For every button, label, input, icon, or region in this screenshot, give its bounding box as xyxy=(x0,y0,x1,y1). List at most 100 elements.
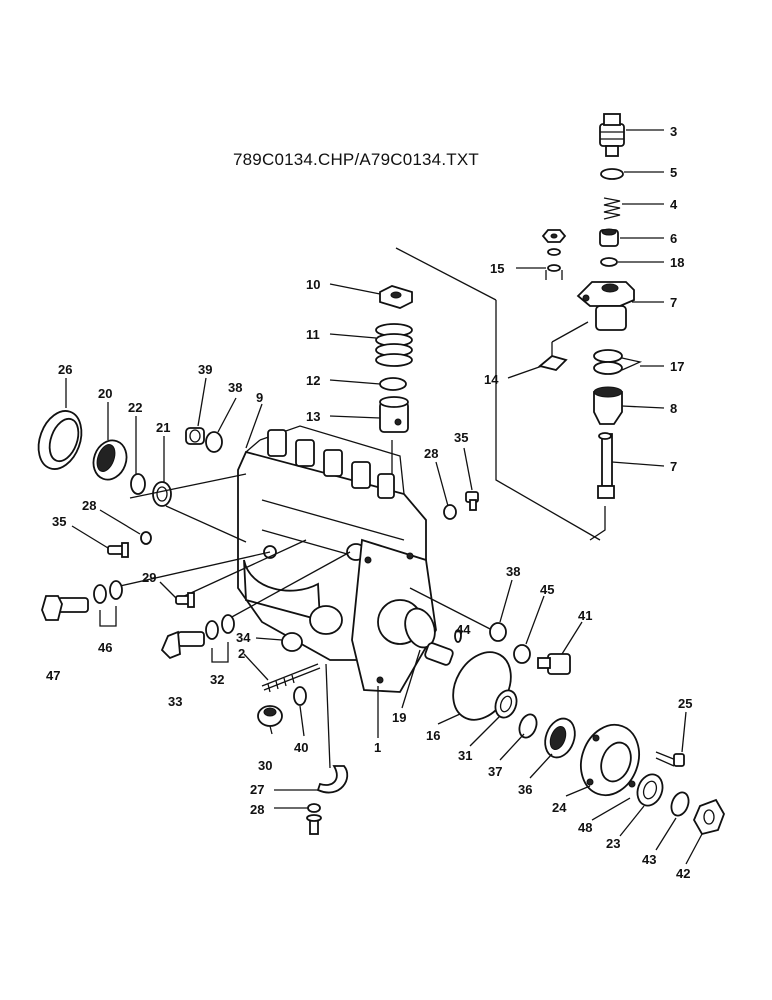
pipe-part-27 xyxy=(316,663,349,794)
callout-6: 6 xyxy=(670,231,677,246)
bearing-cup-part-26 xyxy=(37,410,83,470)
callout-46: 46 xyxy=(98,640,112,655)
callout-28b: 28 xyxy=(424,446,438,461)
callout-47: 47 xyxy=(46,668,60,683)
callout-38a: 38 xyxy=(228,380,242,395)
callout-27: 27 xyxy=(250,782,264,797)
callout-11: 11 xyxy=(306,327,320,342)
shim-part-22 xyxy=(130,473,146,495)
cap-part-30 xyxy=(257,705,283,727)
hub-flange-part-24 xyxy=(580,723,640,797)
callout-9: 9 xyxy=(256,390,263,405)
tappet-part-13 xyxy=(379,396,409,433)
nut-and-washers-part-15 xyxy=(541,229,567,280)
callout-4: 4 xyxy=(670,197,678,212)
screw-part-35-right xyxy=(465,491,479,511)
springs-part-17 xyxy=(593,349,623,375)
callout-30: 30 xyxy=(258,758,272,773)
washer-part-40 xyxy=(293,686,307,706)
lower-spring-seat-part-12 xyxy=(379,377,407,391)
callout-12: 12 xyxy=(306,373,320,388)
bushing-part-38-upper xyxy=(205,431,223,453)
callout-15: 15 xyxy=(490,261,504,276)
callout-26: 26 xyxy=(58,362,72,377)
plug-part-33 xyxy=(160,630,205,660)
washer-part-28-right xyxy=(443,504,457,520)
guide-line-upper xyxy=(395,247,497,301)
callout-2: 2 xyxy=(238,646,245,661)
callout-34: 34 xyxy=(236,630,251,645)
callout-5: 5 xyxy=(670,165,677,180)
callout-21: 21 xyxy=(156,420,170,435)
control-sleeve-part-8 xyxy=(593,386,623,425)
callout-22: 22 xyxy=(128,400,142,415)
callout-32: 32 xyxy=(210,672,224,687)
oil-seal-part-21 xyxy=(152,481,172,507)
plunger-spring-part-11 xyxy=(375,323,413,367)
roller-bearing-part-20 xyxy=(92,439,128,481)
bushing-part-39 xyxy=(185,427,205,445)
washer-part-28-bottom xyxy=(307,803,321,813)
gaskets-part-46 xyxy=(93,580,123,627)
delivery-valve-part-6 xyxy=(599,228,619,247)
guide-line-f xyxy=(409,587,497,633)
callout-19: 19 xyxy=(392,710,406,725)
callout-14: 14 xyxy=(484,372,499,387)
washer-part-45 xyxy=(513,644,531,664)
camshaft-part-19 xyxy=(404,607,454,666)
callout-23: 23 xyxy=(606,836,620,851)
guide-line-a xyxy=(129,473,247,499)
callout-7b: 7 xyxy=(670,459,677,474)
callout-28c: 28 xyxy=(250,802,264,817)
callout-45: 45 xyxy=(540,582,554,597)
guide-line-d xyxy=(179,539,307,599)
gear-part-36 xyxy=(544,717,576,759)
washer-part-28-left xyxy=(140,531,152,545)
callout-28a: 28 xyxy=(82,498,96,513)
callout-43: 43 xyxy=(642,852,656,867)
callout-10: 10 xyxy=(306,277,320,292)
screw-part-29 xyxy=(175,592,195,608)
spring-seat-part-10 xyxy=(379,285,413,309)
callout-44: 44 xyxy=(456,622,471,637)
callout-33: 33 xyxy=(168,694,182,709)
bolt-bottom xyxy=(306,814,322,835)
callout-18: 18 xyxy=(670,255,684,270)
callout-48: 48 xyxy=(578,820,592,835)
callout-31: 31 xyxy=(458,748,472,763)
plate-part-14 xyxy=(538,321,589,371)
screw-part-35-left xyxy=(107,542,129,558)
valve-part-41 xyxy=(537,653,571,675)
bushing-part-38-lower xyxy=(489,622,507,642)
guide-line-e xyxy=(229,551,351,619)
gasket-part-18 xyxy=(600,257,618,267)
barrel-flange-part-7 xyxy=(576,281,635,331)
shim-part-37 xyxy=(518,713,538,739)
guide-line-b xyxy=(165,505,247,543)
callout-37: 37 xyxy=(488,764,502,779)
o-ring-part-34 xyxy=(281,632,303,652)
callout-3: 3 xyxy=(670,124,677,139)
nut-part-42 xyxy=(692,798,725,836)
callout-16: 16 xyxy=(426,728,440,743)
plug-part-47 xyxy=(41,595,89,621)
callout-35a: 35 xyxy=(52,514,66,529)
callout-42: 42 xyxy=(676,866,690,881)
callout-8: 8 xyxy=(670,401,677,416)
plunger-part-7 xyxy=(597,432,615,499)
spring-part-4 xyxy=(603,197,621,220)
callout-17: 17 xyxy=(670,359,684,374)
callout-39: 39 xyxy=(198,362,212,377)
callout-38b: 38 xyxy=(506,564,520,579)
callout-40: 40 xyxy=(294,740,308,755)
bearing-part-31 xyxy=(494,689,518,719)
gaskets-part-32 xyxy=(205,614,235,663)
stud-part-2 xyxy=(261,663,321,693)
o-ring-part-5 xyxy=(600,168,624,180)
collar-part-23 xyxy=(636,773,664,807)
callout-41: 41 xyxy=(578,608,592,623)
callout-36: 36 xyxy=(518,782,532,797)
bolt-part-25 xyxy=(655,751,685,767)
callout-1: 1 xyxy=(374,740,381,755)
